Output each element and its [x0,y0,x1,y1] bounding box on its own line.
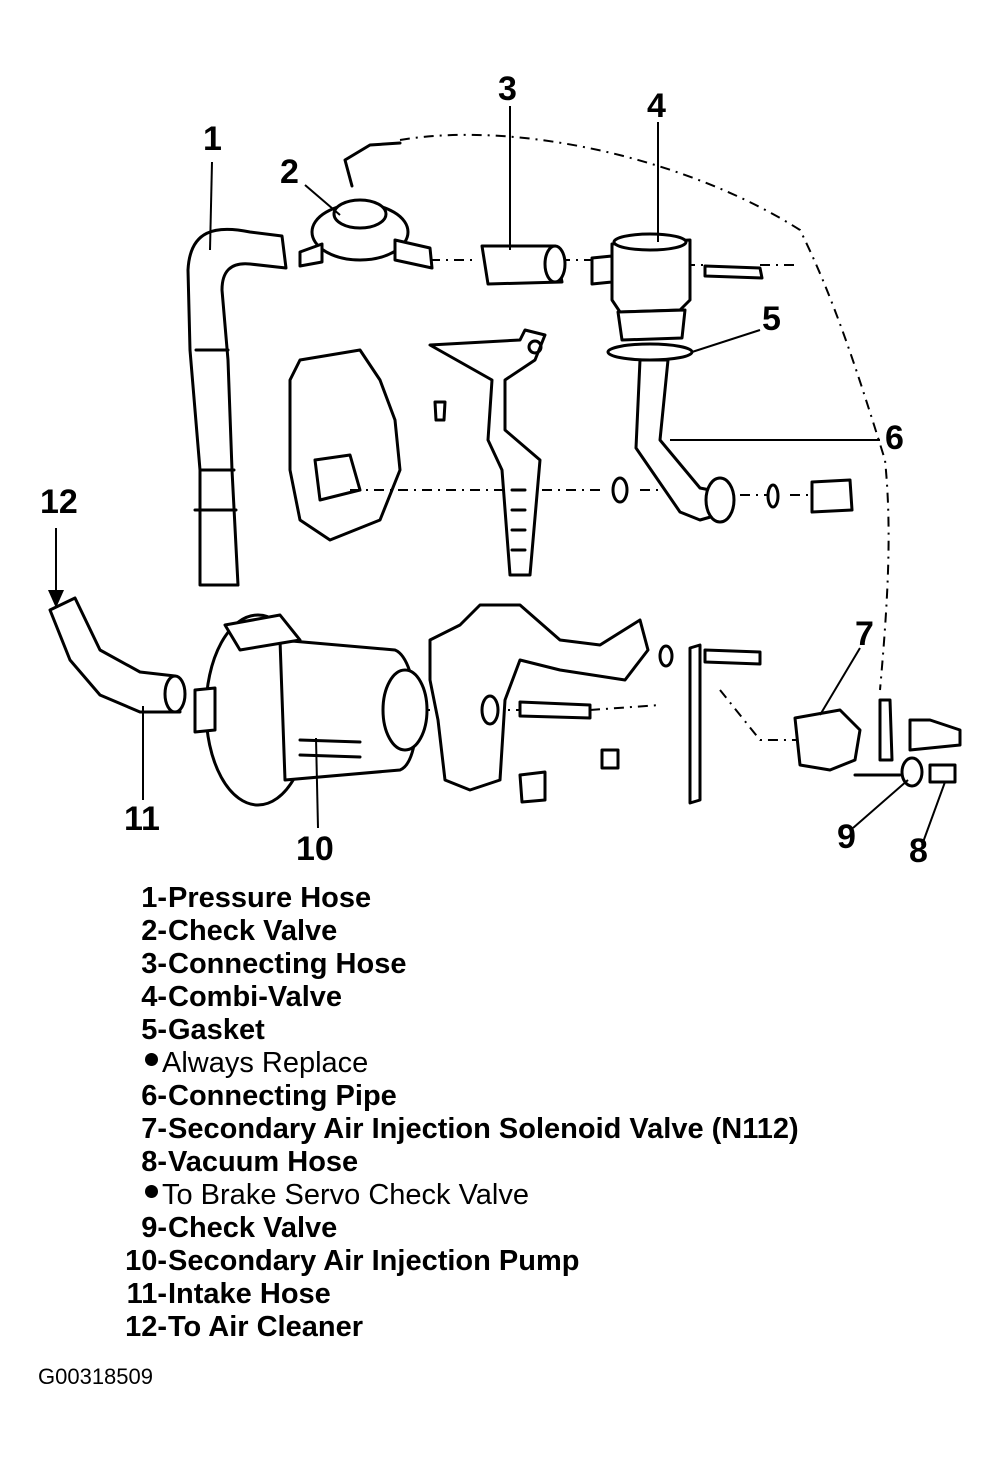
callout-4: 4 [647,87,666,125]
legend-item: 4- Combi-Valve [0,981,1003,1014]
legend-label: Check Valve [168,1212,338,1244]
legend-number: 12- [125,1311,167,1343]
callout-8: 8 [909,832,928,870]
legend-note-text: To Brake Servo Check Valve [145,1179,529,1212]
connecting-hose-3 [480,244,567,286]
legend-label: Combi-Valve [168,981,343,1013]
check-valve-2 [298,141,434,270]
legend-number: 8- [141,1146,167,1178]
arrowhead [48,590,64,608]
connecting-pipe [611,358,854,524]
legend-number: 2- [141,915,167,947]
legend-item: 3- Connecting Hose [0,948,1003,981]
leader-line [921,781,946,846]
figure-code: G00318509 [38,1364,153,1389]
bullet-icon [145,1185,158,1198]
assembly-route-line [350,489,810,496]
callout-1: 1 [203,120,222,158]
combi-valve [590,232,764,342]
intake-hose [48,596,187,714]
legend-item: 12- To Air Cleaner [0,1311,1003,1344]
callout-12: 12 [40,483,78,521]
legend-number: 5- [141,1014,167,1046]
exploded-parts-diagram: 1 2 3 4 5 6 7 8 9 10 11 12 [40,70,962,870]
pump-bracket [428,603,650,804]
legend-label: Gasket [168,1014,265,1046]
legend-label: Connecting Pipe [168,1080,397,1112]
legend-note: Always Replace [0,1047,1003,1080]
leader-line [209,161,213,251]
legend-number: 10- [125,1245,167,1277]
callout-9: 9 [837,818,856,856]
legend-number: 6- [141,1080,167,1112]
check-valve-9 [853,756,924,788]
legend-number: 9- [141,1212,167,1244]
legend-label: Intake Hose [168,1278,331,1310]
callout-10: 10 [296,830,334,868]
mounting-bracket [428,328,547,577]
assembly-route-line [399,133,890,691]
callout-5: 5 [762,300,781,338]
pressure-hose [186,227,288,587]
legend-number: 11- [126,1278,167,1310]
callout-3: 3 [498,70,517,108]
leader-line [691,329,761,353]
leader-line [315,737,319,829]
callout-7: 7 [855,615,874,653]
legend-label: Pressure Hose [168,882,372,914]
engine-block-outline [288,348,447,542]
solenoid-bracket [658,643,762,805]
legend-item: 1- Pressure Hose [0,882,1003,915]
bullet-icon [145,1053,158,1066]
secondary-air-injection-pump [193,613,429,807]
legend-label: To Air Cleaner [168,1311,363,1343]
legend-number: 4- [141,981,167,1013]
legend-label: Secondary Air Injection Pump [168,1245,580,1277]
legend-item: 7- Secondary Air Injection Solenoid Valv… [0,1113,1003,1146]
callout-2: 2 [280,153,299,191]
legend-number: 1- [141,882,167,914]
legend-number: 3- [141,948,167,980]
callout-6: 6 [885,419,904,457]
legend-item: 10- Secondary Air Injection Pump [0,1245,1003,1278]
leader-line [819,647,861,716]
note-text: To Brake Servo Check Valve [162,1179,529,1211]
solenoid-valve-n112 [793,698,962,772]
legend-label: Check Valve [168,915,338,947]
note-text: Always Replace [162,1047,369,1079]
legend-note: To Brake Servo Check Valve [0,1179,1003,1212]
leader-line [304,184,341,216]
legend-number: 7- [141,1113,167,1145]
legend-item: 5- Gasket [0,1014,1003,1047]
legend-item: 2- Check Valve [0,915,1003,948]
legend-label: Vacuum Hose [168,1146,359,1178]
gasket [606,342,694,362]
vacuum-hose [928,763,957,784]
legend-item: 6- Connecting Pipe [0,1080,1003,1113]
legend-label: Connecting Hose [168,948,407,980]
legend-item: 9- Check Valve [0,1212,1003,1245]
leader-line [852,779,909,829]
legend-note-text: Always Replace [145,1047,368,1080]
callout-11: 11 [124,800,160,838]
legend-item: 11- Intake Hose [0,1278,1003,1311]
legend-item: 8- Vacuum Hose [0,1146,1003,1179]
legend-label: Secondary Air Injection Solenoid Valve (… [168,1113,799,1145]
